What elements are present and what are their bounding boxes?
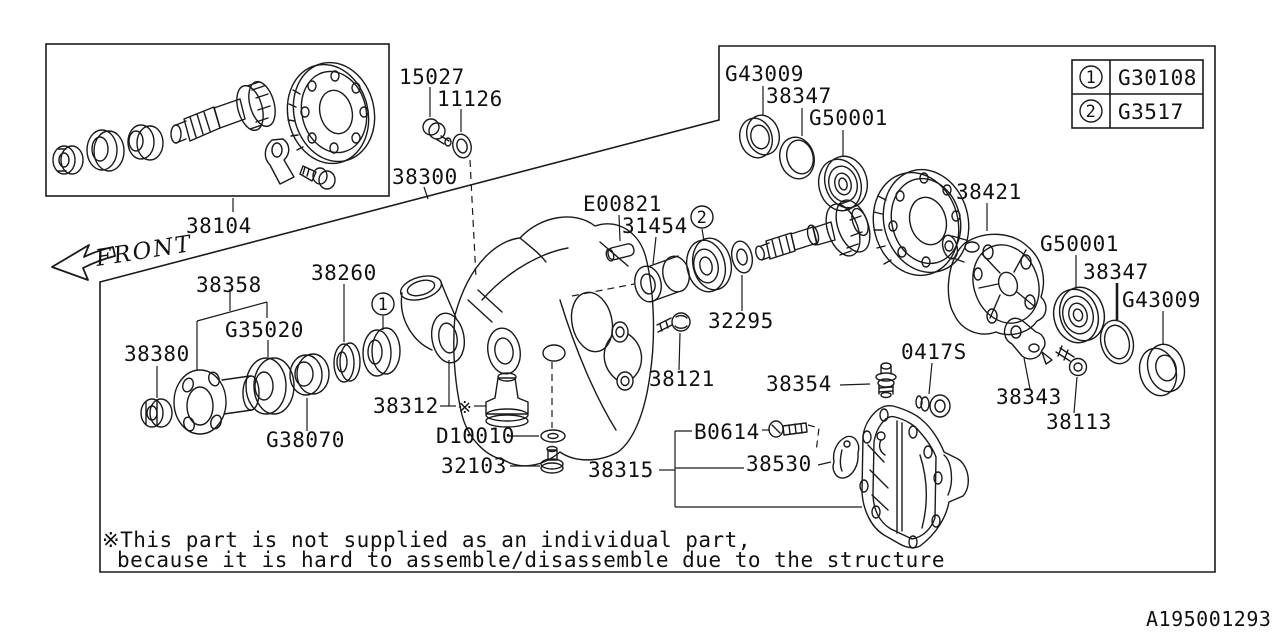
drawing-front-pinion-seals <box>739 114 869 212</box>
drawing-lock-plate-and-bolt <box>1003 317 1088 377</box>
callout-2-number: 2 <box>697 208 708 228</box>
drawing-bearing-retainer <box>603 312 691 391</box>
front-label: FRONT <box>93 231 194 272</box>
part-label-G43009-top: G43009 <box>725 62 804 86</box>
part-label-32295: 32295 <box>708 309 774 333</box>
part-label-38358: 38358 <box>196 273 262 297</box>
part-label-G35020: G35020 <box>225 318 304 342</box>
callout-2-circle: 2 <box>690 205 714 229</box>
part-label-38315: 38315 <box>588 458 654 482</box>
drawing-mount-cushion <box>485 372 566 474</box>
part-label-G38070: G38070 <box>266 428 345 452</box>
asterisk-note-marker: ※ <box>458 398 473 418</box>
part-label-15027: 15027 <box>399 65 465 89</box>
drawing-differential-case <box>941 233 1047 336</box>
legend-code-1: G30108 <box>1118 66 1197 90</box>
legend-table: 1 2 G30108 G3517 <box>1071 59 1204 129</box>
drawing-companion-flange-parts <box>140 327 401 435</box>
part-label-G50001-top: G50001 <box>809 106 888 130</box>
part-label-38300: 38300 <box>392 165 458 189</box>
part-label-38347-right: 38347 <box>1083 260 1149 284</box>
dashed-assembly-lines <box>469 159 820 453</box>
footnote-line-1: ※This part is not supplied as an individ… <box>102 528 751 552</box>
part-label-D10010: D10010 <box>436 424 515 448</box>
part-label-G50001-right: G50001 <box>1040 232 1119 256</box>
part-label-38260: 38260 <box>311 261 377 285</box>
part-label-38121: 38121 <box>649 367 715 391</box>
part-label-G43009-right: G43009 <box>1122 288 1201 312</box>
callout-1-circle: 1 <box>371 292 395 316</box>
part-label-38347-top: 38347 <box>766 84 832 108</box>
drawing-differential-carrier <box>399 216 655 467</box>
callout-1-number: 1 <box>378 295 389 315</box>
drawing-pinion-spacers <box>605 237 754 303</box>
part-label-38380: 38380 <box>124 342 190 366</box>
part-label-32103: 32103 <box>441 454 507 478</box>
document-id: A195001293 <box>1146 607 1271 631</box>
drawing-cover-screw-gasket <box>768 420 860 479</box>
drawing-ring-gear <box>872 168 970 277</box>
footnote-line-2: because it is hard to assemble/disassemb… <box>117 548 945 572</box>
part-label-0417S: 0417S <box>901 340 967 364</box>
part-label-38354: 38354 <box>766 372 832 396</box>
legend-callout-2: 2 <box>1086 102 1097 122</box>
front-direction-arrow <box>51 244 116 281</box>
inset-box-drawing <box>45 43 390 197</box>
part-label-B0614: B0614 <box>694 420 760 444</box>
diagram-border <box>99 45 1216 573</box>
part-label-38343: 38343 <box>996 385 1062 409</box>
drawing-breather-and-plug <box>875 362 951 418</box>
legend-code-2: G3517 <box>1118 100 1184 124</box>
drawing-rear-cover <box>859 405 969 549</box>
leader-lines <box>156 86 1164 508</box>
drawing-drive-pinion-shaft <box>755 199 871 261</box>
part-label-31454: 31454 <box>622 214 688 238</box>
part-label-38113: 38113 <box>1046 410 1112 434</box>
part-label-38312: 38312 <box>373 394 439 418</box>
part-label-38421: 38421 <box>956 180 1022 204</box>
drawing-pinion-bolt-washer <box>422 118 472 159</box>
drawing-rear-pinion-seals <box>1052 286 1186 397</box>
part-label-11126: 11126 <box>437 87 503 111</box>
part-label-E00821: E00821 <box>583 192 662 216</box>
legend-callout-1: 1 <box>1086 68 1097 88</box>
part-label-38530: 38530 <box>746 452 812 476</box>
part-label-38104: 38104 <box>186 214 252 238</box>
